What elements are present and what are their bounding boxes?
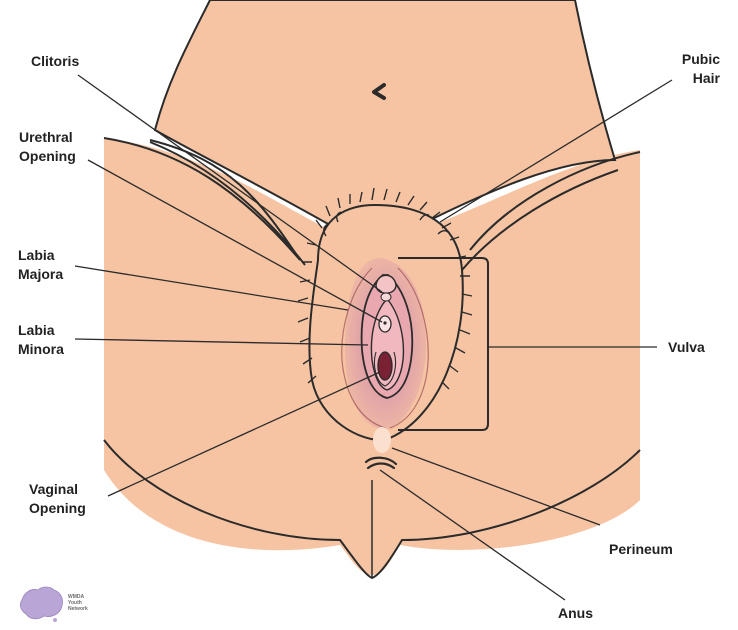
clitoris-glans [381,293,391,301]
label-pubic-hair: Pubic Hair [660,50,720,88]
label-vaginal-opening: Vaginal Opening [29,480,86,518]
label-vulva: Vulva [668,338,705,357]
label-urethral-opening: Urethral Opening [19,128,76,166]
logo-text: WMDA Youth Network [68,594,88,612]
label-labia-minora: Labia Minora [18,321,64,359]
vaginal-opening-mark [378,352,392,380]
label-labia-majora: Labia Majora [18,246,63,284]
label-anus: Anus [558,604,593,623]
label-clitoris: Clitoris [31,52,79,71]
logo-map-icon [20,587,62,619]
urethral-dot [383,321,386,324]
perineum-area [373,427,391,453]
logo-dot [53,618,57,622]
label-perineum: Perineum [609,540,673,559]
